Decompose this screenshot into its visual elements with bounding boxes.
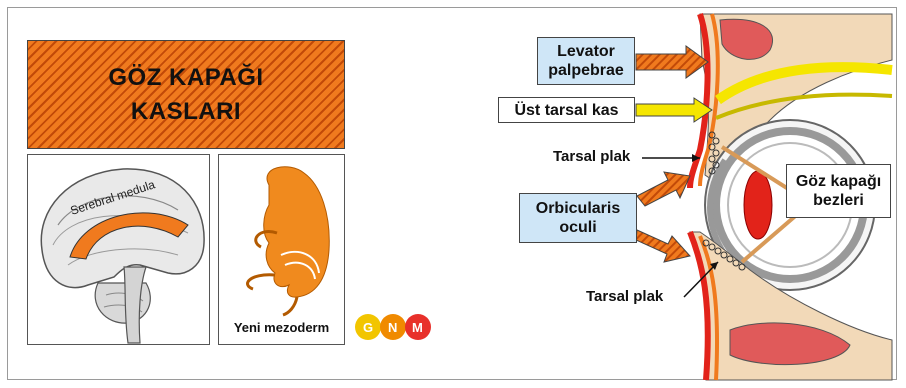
embryo-illustration: [246, 166, 330, 317]
tarsal-plak-lower-label: Tarsal plak: [586, 288, 664, 305]
embryo-panel: Yeni mezoderm: [218, 154, 345, 345]
levator-callout: Levator palpebrae: [537, 37, 635, 85]
glands-callout: Göz kapağı bezleri: [786, 164, 891, 218]
tarsal-plak-upper-label: Tarsal plak: [553, 148, 631, 165]
embryo-caption: Yeni mezoderm: [233, 320, 330, 335]
brain-illustration: Serebral medula: [40, 168, 205, 344]
ust-tarsal-callout: Üst tarsal kas: [498, 97, 635, 123]
orbicularis-callout: Orbicularis oculi: [519, 193, 637, 243]
brain-panel: Serebral medula: [27, 154, 210, 345]
